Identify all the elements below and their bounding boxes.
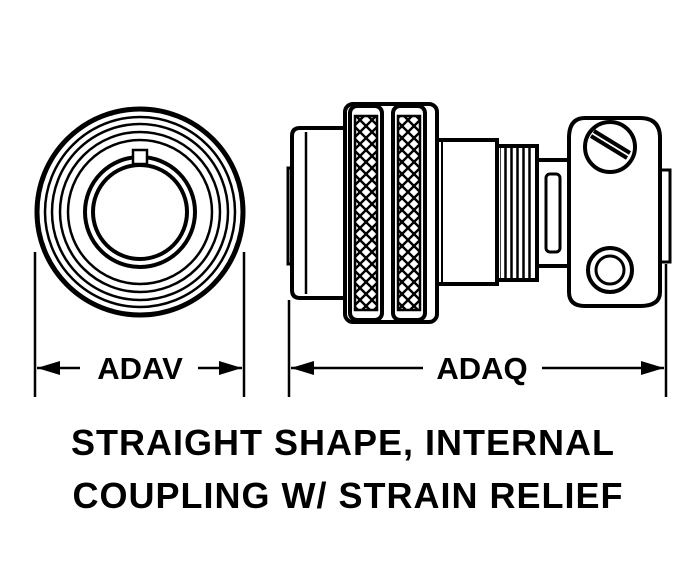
arrowhead-left [291, 361, 314, 375]
caption-line-2: COUPLING W/ STRAIN RELIEF [73, 475, 624, 516]
ring-4 [58, 130, 222, 294]
side-view [286, 102, 672, 324]
arrowhead-left [37, 361, 60, 375]
caption-line-1: STRAIGHT SHAPE, INTERNAL [71, 422, 615, 463]
dimension-label-adav: ADAV [97, 351, 183, 386]
rear-body [435, 138, 499, 286]
knurl-pattern-1 [353, 114, 379, 312]
clamp-nut-inner [594, 254, 626, 286]
end-view [34, 106, 246, 318]
insert-ring [83, 155, 197, 269]
ring-3 [50, 122, 230, 302]
front-shell [290, 126, 347, 300]
ring-5 [66, 138, 214, 286]
rib-pattern [500, 148, 534, 278]
neck-slot [544, 172, 562, 254]
screw-slot-line-1 [589, 134, 629, 160]
bore-ring [91, 163, 189, 261]
ring-2 [43, 115, 237, 309]
knurl-pattern-2 [396, 114, 422, 312]
keyway [131, 148, 149, 166]
arrowhead-right [219, 361, 242, 375]
arrowhead-right [641, 361, 664, 375]
side-view-dimension [287, 264, 668, 397]
outer-ring [34, 106, 246, 318]
end-view-dimension [33, 252, 246, 397]
dimension-label-adaq: ADAQ [436, 351, 527, 386]
screw-slot-line-2 [592, 129, 632, 155]
